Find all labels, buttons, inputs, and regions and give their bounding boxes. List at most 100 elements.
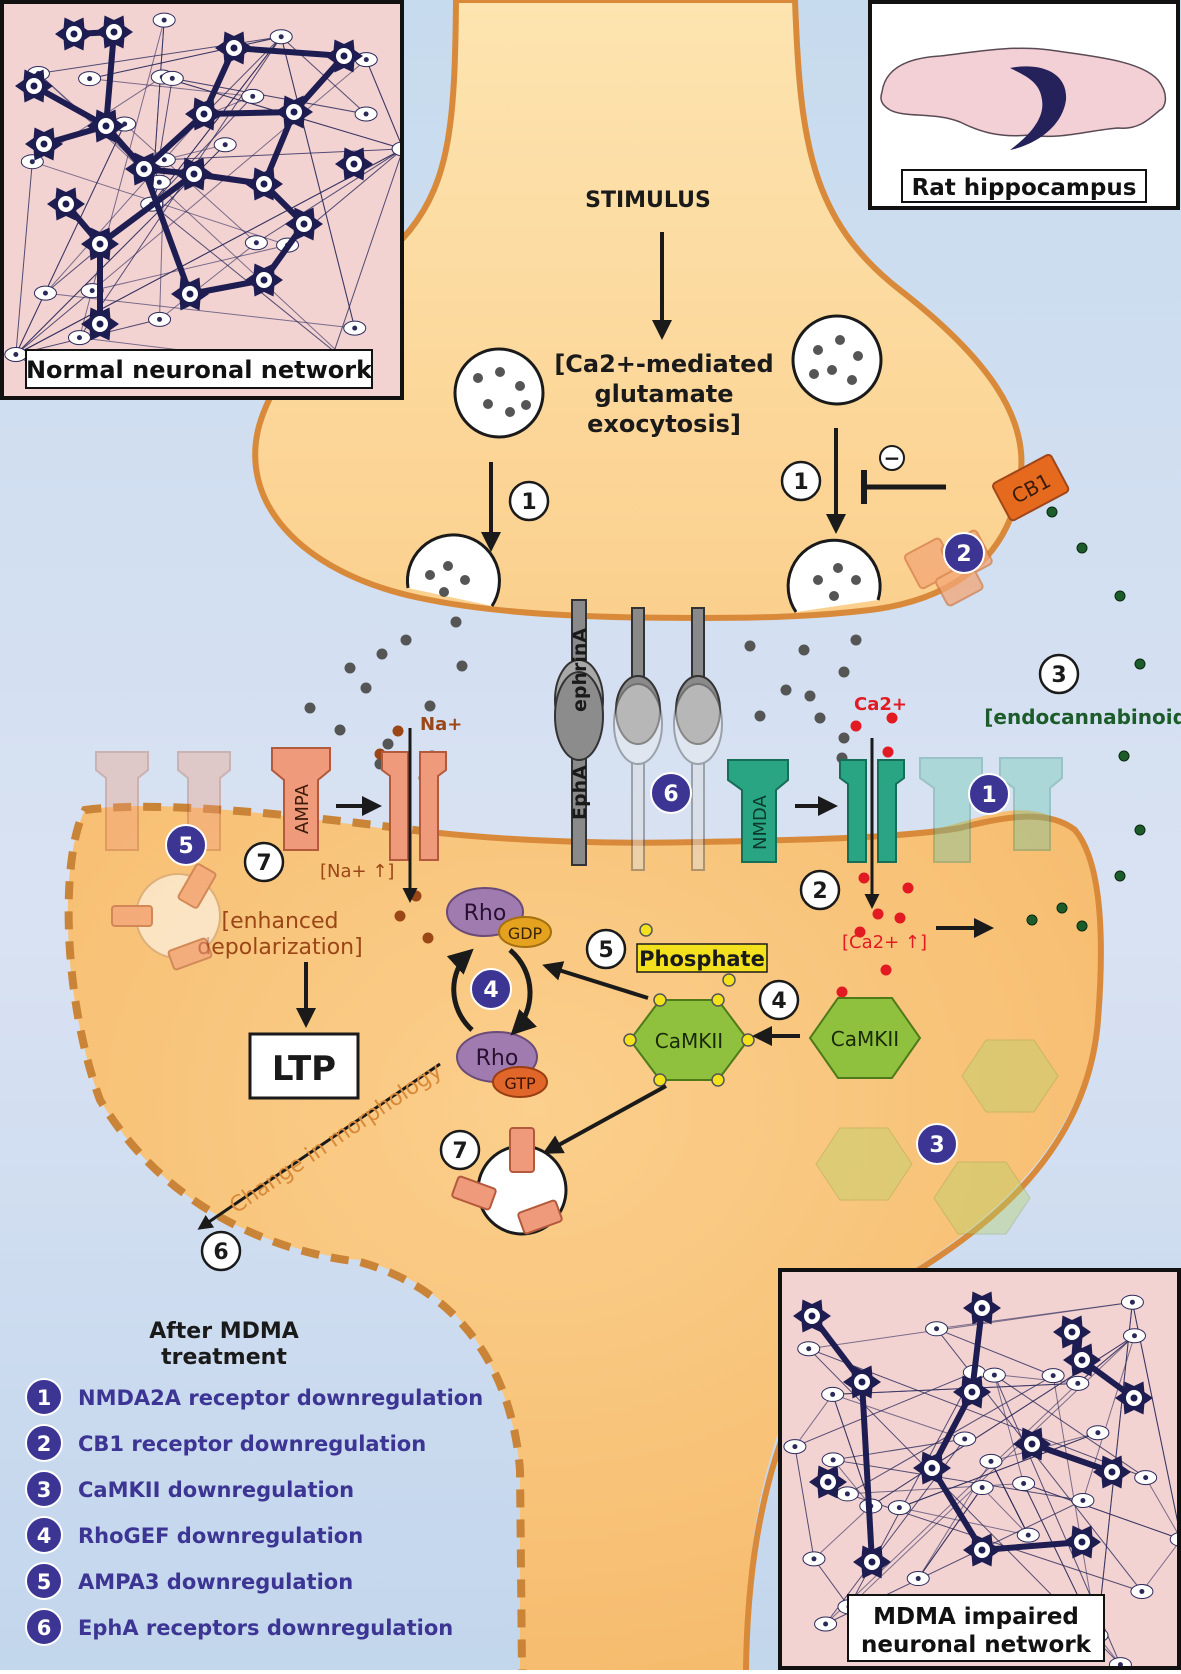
downregulation-step-badge: 2 bbox=[943, 532, 985, 574]
legend-number: 3 bbox=[37, 1478, 52, 1502]
sodium-label: Na+ bbox=[420, 714, 462, 735]
downregulation-step-badge: 4 bbox=[470, 968, 512, 1010]
nmda-receptor-open bbox=[839, 759, 905, 863]
rho-gtp: Rho GTP bbox=[456, 1031, 548, 1098]
cb1-receptor: CB1 bbox=[992, 453, 1070, 522]
glutamate-molecule bbox=[450, 616, 462, 628]
sodium-increase-label: [Na+ ↑] bbox=[320, 861, 394, 882]
legend-text: EphA receptors downregulation bbox=[78, 1616, 453, 1640]
pathway-step-badge: 5 bbox=[585, 928, 627, 970]
network-fiber bbox=[833, 1459, 1084, 1501]
legend-number-badge bbox=[25, 1562, 63, 1600]
svg-text:7: 7 bbox=[452, 1139, 467, 1164]
svg-text:1: 1 bbox=[521, 490, 536, 515]
svg-text:5: 5 bbox=[598, 938, 613, 963]
downregulation-step-badge: 1 bbox=[968, 773, 1010, 815]
glutamate-molecule bbox=[424, 700, 436, 712]
glutamate-molecule bbox=[780, 684, 792, 696]
network-fiber bbox=[832, 1393, 965, 1440]
network-fiber bbox=[981, 1487, 1029, 1536]
gdp-label: GDP bbox=[508, 924, 543, 943]
endocannabinoid-molecule bbox=[1134, 824, 1146, 836]
glia-cell bbox=[802, 1551, 826, 1567]
neuron bbox=[25, 127, 63, 161]
legend-number: 6 bbox=[37, 1616, 52, 1640]
axon-connection bbox=[233, 45, 345, 59]
neuron bbox=[81, 227, 119, 261]
phosphate-dot bbox=[722, 973, 736, 987]
glia-cell bbox=[906, 1571, 930, 1587]
glia-cell bbox=[343, 320, 367, 336]
ampa-label: AMPA bbox=[292, 783, 313, 834]
neuron bbox=[843, 1365, 881, 1399]
postsynaptic-membrane-impaired bbox=[64, 802, 526, 1671]
neuron bbox=[963, 1533, 1001, 1567]
neuron bbox=[171, 277, 209, 311]
nmda-receptor-downregulated bbox=[919, 757, 1063, 863]
legend-text: NMDA2A receptor downregulation bbox=[78, 1386, 483, 1410]
sodium-ion bbox=[410, 890, 422, 902]
camkii-phosphorylated: CaMKII bbox=[623, 993, 755, 1087]
neuron bbox=[853, 1545, 891, 1579]
epha-label: EphA bbox=[569, 765, 591, 820]
glia-cell bbox=[78, 71, 102, 87]
network-fiber bbox=[89, 36, 282, 80]
phosphate-dot bbox=[639, 923, 653, 937]
pathway-step-badge: 6 bbox=[200, 1230, 242, 1272]
network-fiber bbox=[159, 242, 257, 320]
glia-cell bbox=[1108, 1657, 1132, 1666]
neuron bbox=[245, 167, 283, 201]
mdma-network-inset: MDMA impaired neuronal network bbox=[778, 1268, 1181, 1670]
svg-text:1: 1 bbox=[793, 470, 808, 495]
glia-cell bbox=[925, 1321, 949, 1337]
neuron bbox=[793, 1299, 831, 1333]
neuron bbox=[55, 17, 93, 51]
mdma-network-label-line2: neuronal network bbox=[861, 1632, 1092, 1658]
glia-cell bbox=[213, 137, 237, 153]
downregulation-step-badge: 6 bbox=[650, 772, 692, 814]
axon-connection bbox=[141, 167, 193, 296]
neuron bbox=[1093, 1455, 1131, 1489]
pathway-step-badge: 1 bbox=[780, 460, 822, 502]
svg-text:4: 4 bbox=[483, 978, 498, 1003]
svg-text:5: 5 bbox=[178, 834, 193, 859]
calcium-ion bbox=[872, 908, 884, 920]
network-fiber bbox=[813, 1558, 850, 1608]
camkii-active-label: CaMKII bbox=[655, 1029, 723, 1053]
glutamate-molecule bbox=[456, 660, 468, 672]
inhibition-sign-icon bbox=[879, 445, 905, 471]
network-fiber bbox=[832, 1382, 1078, 1395]
rat-brain-shape bbox=[880, 47, 1167, 138]
glutamate-molecule bbox=[754, 710, 766, 722]
neuron bbox=[15, 69, 53, 103]
legend-text: CaMKII downregulation bbox=[78, 1478, 354, 1502]
fusing-vesicle bbox=[405, 533, 501, 607]
phosphate-box bbox=[636, 943, 768, 973]
legend-number: 1 bbox=[37, 1386, 52, 1410]
calcium-ion bbox=[902, 882, 914, 894]
camkii-downregulated bbox=[815, 1039, 1059, 1235]
epha-ephrina-complex: EphA ephrinA bbox=[554, 599, 723, 871]
endocannabinoid-molecule bbox=[1118, 750, 1130, 762]
network-fiber bbox=[91, 59, 367, 292]
glia-cell bbox=[148, 311, 172, 327]
pathway-step-badge: 4 bbox=[758, 979, 800, 1021]
glia-cell bbox=[814, 1616, 838, 1632]
svg-text:1: 1 bbox=[981, 783, 996, 808]
legend-item: 1 NMDA2A receptor downregulation bbox=[25, 1378, 483, 1416]
glia-cell bbox=[979, 1453, 1003, 1469]
glia-cell bbox=[354, 106, 378, 122]
glia-cell bbox=[1041, 1368, 1065, 1384]
network-fiber bbox=[1141, 1544, 1177, 1592]
stimulus-label: STIMULUS bbox=[585, 188, 711, 213]
legend-number: 2 bbox=[37, 1432, 52, 1456]
svg-text:4: 4 bbox=[771, 989, 786, 1014]
legend-number-badge bbox=[25, 1516, 63, 1554]
neuron bbox=[963, 1291, 1001, 1325]
calcium-ion bbox=[886, 712, 898, 724]
neuron bbox=[185, 97, 223, 131]
network-fiber bbox=[92, 244, 288, 292]
